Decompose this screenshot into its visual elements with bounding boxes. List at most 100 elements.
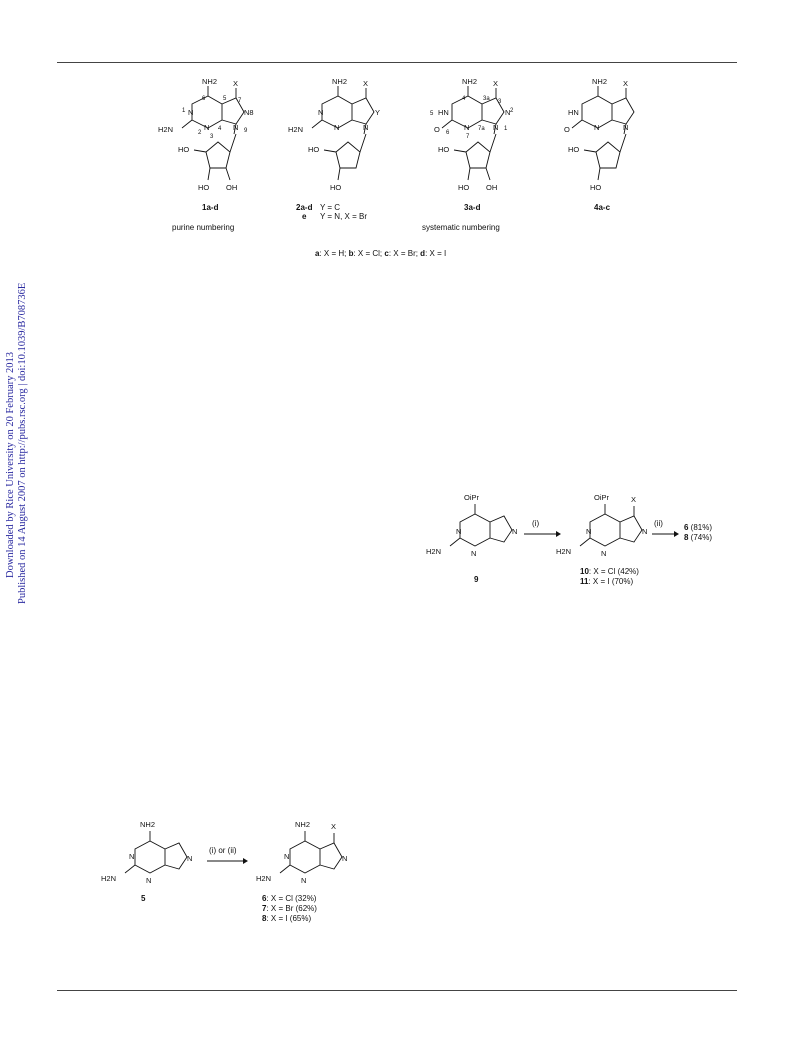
atom-n: N: [187, 854, 192, 863]
atom-n1: N: [188, 108, 193, 117]
atom-h2n: H2N: [158, 125, 173, 134]
atom-x: X: [493, 79, 498, 88]
locant-7a: 7a: [478, 126, 485, 132]
compound-label: 5: [141, 894, 146, 903]
atom-nh2: NH2: [202, 77, 217, 86]
atom-h2n: H2N: [288, 125, 303, 134]
atom-ho: HO: [178, 145, 189, 154]
atom-n3: N: [204, 123, 209, 132]
atom-n: N: [594, 123, 599, 132]
atom-h2n: H2N: [101, 874, 116, 883]
atom-nh2: NH2: [332, 77, 347, 86]
compound-note-label: e: [302, 212, 307, 221]
legend-key: d: [420, 249, 425, 258]
atom-n: N: [642, 527, 647, 536]
atom-n: N: [146, 876, 151, 885]
reaction-conditions: (i) or (ii): [209, 846, 237, 855]
locant-6: 6: [202, 96, 206, 102]
atom-n: N: [505, 108, 510, 117]
footer-rule: [57, 990, 737, 991]
atom-nh2: NH2: [295, 820, 310, 829]
atom-h2n: H2N: [556, 547, 571, 556]
atom-nh2: NH2: [592, 77, 607, 86]
atom-h2n: H2N: [256, 874, 271, 883]
atom-ho: HO: [458, 183, 469, 192]
compound-label: 1a-d: [202, 203, 219, 212]
locant-4: 4: [462, 96, 466, 102]
scheme-halogenation: NH2 N H2N N N 5 (i) or (ii) NH2 X N H2N …: [101, 820, 347, 923]
atom-ho: HO: [438, 145, 449, 154]
atom-x: X: [331, 822, 336, 831]
compound-3: NH2 X HN N O N N HO HO OH 1 2 3 3a 4 5 6…: [422, 77, 514, 232]
locant-9: 9: [244, 128, 248, 134]
atom-ho: HO: [568, 145, 579, 154]
atom-y: Y: [375, 108, 380, 117]
atom-n8: N8: [244, 108, 254, 117]
compound-note: Y = C: [320, 203, 340, 212]
atom-h2n: H2N: [426, 547, 441, 556]
atom-ho: HO: [308, 145, 319, 154]
compound-1: NH2 X N N8 H2N N N HO HO OH 1 2 3 4 5 6 …: [158, 77, 254, 232]
atom-x: X: [363, 79, 368, 88]
reaction-step: (ii): [654, 519, 663, 528]
locant-7: 7: [466, 134, 470, 140]
atom-n9: N: [233, 123, 238, 132]
product-line: 11: X = I (70%): [580, 577, 633, 586]
atom-n: N: [601, 549, 606, 558]
locant-3: 3: [210, 134, 214, 140]
compound-6-8: NH2 X N H2N N N 6: X = Cl (32%) 7: X = B…: [256, 820, 347, 923]
arrowhead: [243, 858, 248, 864]
compound-5: NH2 N H2N N N 5: [101, 820, 192, 903]
scheme-oipr-route: OiPr N H2N N N 9 (i) OiPr X N H2N N N 10…: [426, 493, 712, 586]
product-line: 8: X = I (65%): [262, 914, 311, 923]
legend-key: b: [349, 249, 354, 258]
download-notice: Downloaded by Rice University on 20 Febr…: [5, 351, 16, 578]
compound-9: OiPr N H2N N N 9: [426, 493, 517, 584]
atom-hn: HN: [438, 108, 449, 117]
locant-6: 6: [446, 130, 450, 136]
locant-1: 1: [182, 108, 186, 114]
compound-10-11: OiPr X N H2N N N 10: X = Cl (42%) 11: X …: [556, 493, 647, 586]
atom-nh2: NH2: [140, 820, 155, 829]
download-sidebar: Downloaded by Rice University on 20 Febr…: [0, 0, 30, 1040]
atom-ho: HO: [198, 183, 209, 192]
legend-key: a: [315, 249, 320, 258]
atom-oipr: OiPr: [464, 493, 480, 502]
atom-n: N: [623, 123, 628, 132]
publication-notice: Published on 14 August 2007 on http://pu…: [17, 282, 28, 604]
header-rule: [57, 62, 737, 63]
atom-oh: OH: [226, 183, 237, 192]
compound-label: 3a-d: [464, 203, 481, 212]
product-line: 7: X = Br (62%): [262, 904, 317, 913]
atom-n: N: [363, 123, 368, 132]
reaction-step: (i): [532, 519, 539, 528]
atom-n: N: [586, 527, 591, 536]
legend-key: c: [384, 249, 389, 258]
final-product: 6 (81%): [684, 523, 712, 532]
compound-2: NH2 X N Y H2N N N HO HO 2a-d Y = C e Y =…: [288, 77, 380, 221]
atom-n: N: [129, 852, 134, 861]
atom-o: O: [564, 125, 570, 134]
locant-5: 5: [430, 111, 434, 117]
atom-n: N: [334, 123, 339, 132]
compound-note: Y = N, X = Br: [320, 212, 367, 221]
compound-caption: purine numbering: [172, 223, 234, 232]
atom-nh2: NH2: [462, 77, 477, 86]
arrowhead: [556, 531, 561, 537]
locant-5: 5: [223, 96, 227, 102]
figure-legend: a: X = H; b: X = Cl; c: X = Br; d: X = I: [315, 249, 446, 258]
atom-x: X: [623, 79, 628, 88]
final-product: 8 (74%): [684, 533, 712, 542]
atom-n: N: [318, 108, 323, 117]
atom-x: X: [631, 495, 636, 504]
atom-oh: OH: [486, 183, 497, 192]
atom-o: O: [434, 125, 440, 134]
atom-oipr: OiPr: [594, 493, 610, 502]
atom-hn: HN: [568, 108, 579, 117]
compound-4: NH2 X HN O N N HO HO 4a-c: [564, 77, 635, 212]
locant-2: 2: [198, 130, 202, 136]
compound-label: 9: [474, 575, 479, 584]
atom-n: N: [284, 852, 289, 861]
compound-label: 4a-c: [594, 203, 611, 212]
atom-n: N: [301, 876, 306, 885]
